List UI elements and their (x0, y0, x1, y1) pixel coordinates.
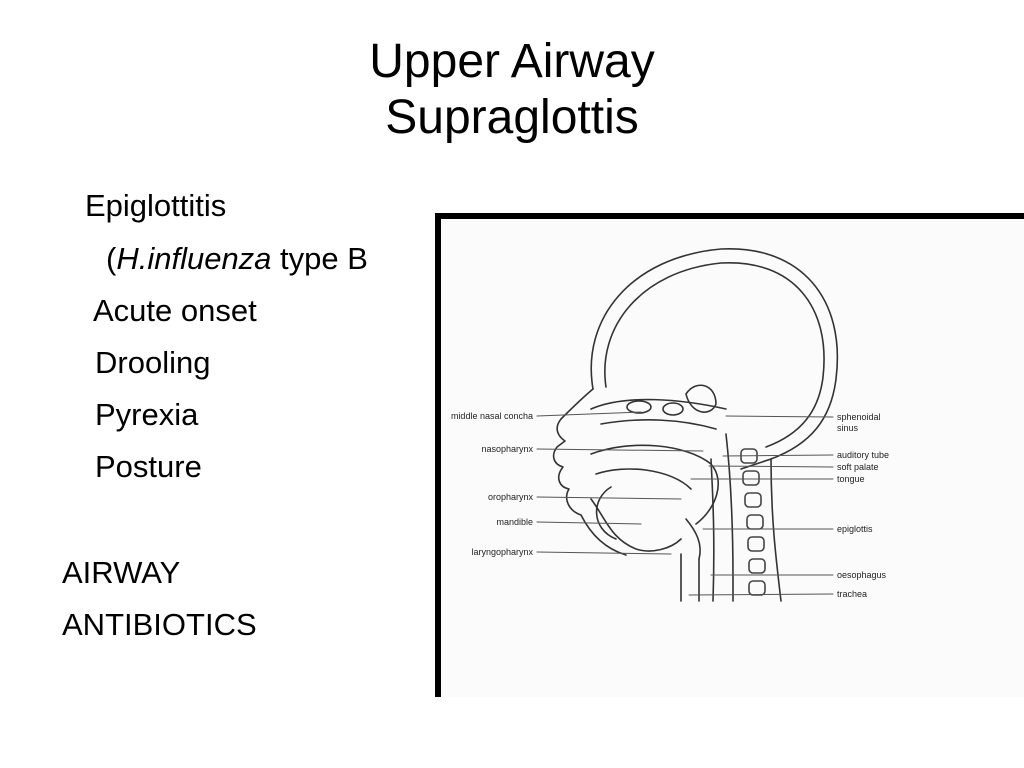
label-oropharynx: oropharynx (488, 492, 534, 502)
label-soft-palate: soft palate (837, 462, 879, 472)
skull-outline (590, 248, 839, 470)
title-line-1: Upper Airway (369, 35, 655, 88)
face-profile (552, 388, 627, 556)
label-nasopharynx: nasopharynx (481, 444, 533, 454)
epiglottis-outline (685, 518, 701, 560)
action-antibiotics: ANTIBIOTICS (62, 607, 257, 642)
label-sphenoidal: sphenoidal (837, 412, 881, 422)
label-trachea: trachea (837, 589, 867, 599)
bullet-cause-rest: type B (271, 241, 368, 276)
label-middle-nasal-concha: middle nasal concha (451, 411, 533, 421)
bullet-cause-organism: H.influenza (116, 241, 272, 276)
label-sinus: sinus (837, 423, 859, 433)
bullet-cause: (H.influenza type B (106, 241, 368, 277)
label-tongue: tongue (837, 474, 865, 484)
title-line-2: Supraglottis (385, 91, 639, 144)
label-laryngopharynx: laryngopharynx (471, 547, 533, 557)
label-oesophagus: oesophagus (837, 570, 887, 580)
bullet-cause-open: ( (106, 241, 117, 276)
anatomy-figure-frame: middle nasal concha nasopharynx orophary… (435, 213, 1024, 697)
bullet-pyrexia: Pyrexia (95, 397, 199, 432)
label-auditory-tube: auditory tube (837, 450, 889, 460)
bullet-epiglottitis: Epiglottitis (85, 188, 227, 223)
label-mandible: mandible (496, 517, 533, 527)
bullet-acute-onset: Acute onset (93, 293, 257, 328)
slide-title: Upper Airway Supraglottis (0, 34, 1024, 146)
head-neck-sagittal-diagram: middle nasal concha nasopharynx orophary… (441, 219, 1024, 697)
mandible-outline (590, 498, 682, 552)
action-airway: AIRWAY (62, 555, 181, 590)
label-epiglottis: epiglottis (837, 524, 873, 534)
bullet-drooling: Drooling (95, 345, 211, 380)
bullet-posture: Posture (95, 449, 202, 484)
